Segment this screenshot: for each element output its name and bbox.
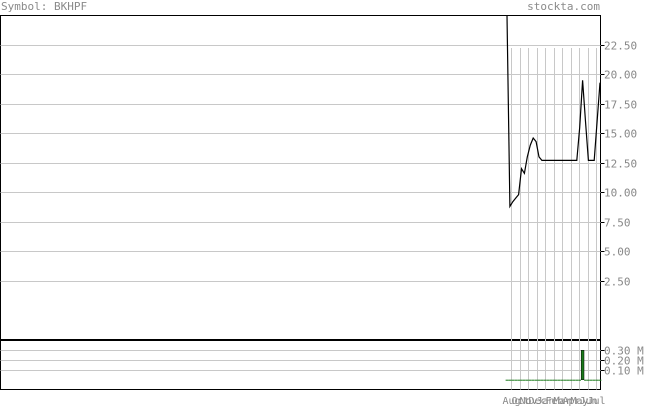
volume-bar — [525, 379, 529, 381]
volume-bar — [531, 379, 535, 381]
price-axis-ticks: 22.50 20.00 17.50 15.00 12.50 10.00 7.50 5.00 2.… — [600, 40, 637, 289]
volume-bar — [575, 379, 579, 381]
symbol-label: Symbol: BKHPF — [1, 0, 88, 13]
x-tick-label: Oct — [511, 396, 529, 406]
volume-bar — [537, 379, 541, 381]
price-tick-label: 22.50 — [604, 40, 637, 53]
price-tick-label: 17.50 — [604, 99, 637, 112]
volume-bar — [578, 379, 581, 381]
volume-bar — [592, 379, 596, 381]
volume-bar — [572, 379, 576, 381]
volume-bar — [589, 379, 593, 381]
volume-bar — [505, 379, 509, 381]
volume-panel-frame — [0, 340, 601, 390]
x-tick-label: Jun — [579, 396, 597, 406]
x-tick-label: Apr — [562, 396, 580, 406]
price-panel-frame — [0, 15, 601, 340]
volume-bar — [598, 379, 602, 381]
volume-bar — [517, 379, 520, 381]
x-tick-label: Mar — [553, 396, 571, 406]
x-tick-label: May — [570, 396, 588, 406]
x-tick-label: Aug — [502, 396, 520, 406]
price-series — [506, 15, 601, 209]
x-tick-label: Jul — [587, 396, 605, 406]
volume-bar — [580, 350, 585, 380]
volume-bar — [557, 379, 561, 381]
volume-axis-ticks: 0.30 M0.20 M0.10 M — [600, 345, 644, 378]
price-tick-label: 10.00 — [604, 187, 637, 200]
x-tick-label: Jan — [536, 396, 554, 406]
volume-series — [505, 350, 602, 381]
volume-tick-label: 0.30 M — [604, 345, 644, 358]
volume-bar — [595, 379, 599, 381]
volume-bar — [587, 379, 590, 381]
volume-grid — [0, 350, 601, 371]
volume-bar — [552, 379, 555, 381]
volume-bar — [555, 379, 558, 381]
price-tick-label: 2.50 — [604, 276, 631, 289]
site-label[interactable]: stockta.com — [527, 0, 600, 13]
volume-tick-label: 0.10 M — [604, 365, 644, 378]
volume-bar — [543, 379, 547, 381]
volume-bar — [534, 379, 538, 381]
volume-bar — [523, 379, 526, 381]
volume-bar — [546, 379, 550, 381]
volume-bar — [566, 379, 570, 381]
volume-bar — [563, 379, 567, 381]
volume-bar — [569, 379, 573, 381]
price-grid — [0, 45, 601, 282]
price-tick-label: 7.50 — [604, 217, 631, 230]
volume-tick-label: 0.20 M — [604, 355, 644, 368]
volume-bar — [540, 379, 544, 381]
volume-bar — [508, 379, 512, 381]
price-tick-label: 20.00 — [604, 69, 637, 82]
x-tick-label: Dec — [528, 396, 546, 406]
volume-bar — [520, 379, 523, 381]
x-tick-label: Nov — [519, 396, 537, 406]
price-tick-label: 12.50 — [604, 158, 637, 171]
price-line — [506, 15, 601, 209]
volume-bar — [528, 379, 532, 381]
x-gridlines — [511, 48, 597, 390]
volume-bar — [549, 379, 552, 381]
price-tick-label: 5.00 — [604, 246, 631, 259]
volume-bar — [560, 379, 564, 381]
price-tick-label: 15.00 — [604, 128, 637, 141]
volume-bar — [511, 379, 515, 381]
volume-bar — [514, 379, 518, 381]
x-tick-label: Feb — [545, 396, 563, 406]
volume-bar — [584, 379, 587, 381]
